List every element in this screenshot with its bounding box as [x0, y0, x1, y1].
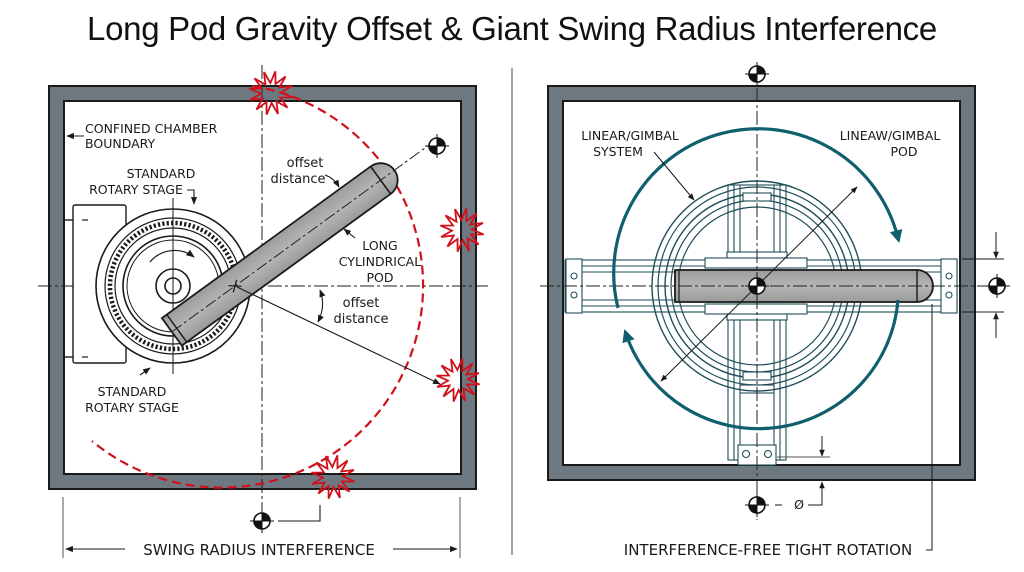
label-lineaw-gimbal-pod: LINEAW/GIMBAL — [840, 128, 941, 143]
collision-burst-icon — [249, 71, 293, 115]
label-linear-gimbal-system: LINEAR/GIMBAL — [581, 128, 679, 143]
chamber-wall — [48, 85, 477, 490]
label-standard-rotary-stage-bottom: STANDARD — [98, 384, 167, 399]
diameter-symbol: Ø — [794, 497, 804, 512]
collision-burst-icon — [440, 208, 484, 252]
label-distance-top: distance — [270, 172, 325, 187]
left-panel: CONFINED CHAMBER BOUNDARY STANDARD ROTAR… — [38, 65, 488, 559]
label-cylindrical: CYLINDRICAL — [339, 254, 421, 269]
label-system: SYSTEM — [593, 144, 643, 159]
dimension-interference-free-tight-rotation: INTERFERENCE-FREE TIGHT ROTATION — [624, 541, 912, 559]
label-standard-rotary-stage-top: STANDARD — [127, 166, 196, 181]
chamber-wall — [547, 85, 976, 481]
label-rotary-stage-bottom: ROTARY STAGE — [85, 400, 179, 415]
center-of-gravity-icon — [744, 492, 770, 518]
label-pod-right: POD — [890, 144, 917, 159]
right-panel: Ø LINEAR/GIMBAL SYSTEM LINEAW/GIMBAL POD… — [540, 61, 1010, 559]
label-offset-distance-mid: offset — [343, 296, 380, 311]
dimension-swing-radius-interference: SWING RADIUS INTERFERENCE — [143, 541, 375, 559]
label-confined-chamber: CONFINED CHAMBER — [85, 121, 218, 136]
stage-rotation-arrow-icon — [149, 249, 195, 263]
label-pod: POD — [366, 270, 393, 285]
center-of-gravity-icon — [744, 61, 770, 87]
label-offset-distance-top: offset — [287, 156, 324, 171]
collision-burst-icon — [311, 455, 355, 499]
label-rotary-stage-top: ROTARY STAGE — [89, 182, 183, 197]
collision-burst-icon — [436, 358, 480, 402]
rotation-arrow-icon — [622, 299, 900, 431]
center-of-gravity-icon — [249, 508, 275, 534]
label-distance-mid: distance — [333, 312, 388, 327]
swing-radius-arc — [91, 84, 425, 489]
diagram-title: Long Pod Gravity Offset & Giant Swing Ra… — [87, 10, 937, 47]
label-long: LONG — [362, 238, 397, 253]
label-boundary: BOUNDARY — [85, 136, 156, 151]
center-of-gravity-icon — [984, 273, 1010, 299]
center-of-gravity-icon — [424, 133, 450, 159]
long-cylindrical-pod — [160, 144, 430, 347]
rotation-arrow-icon — [612, 127, 903, 309]
